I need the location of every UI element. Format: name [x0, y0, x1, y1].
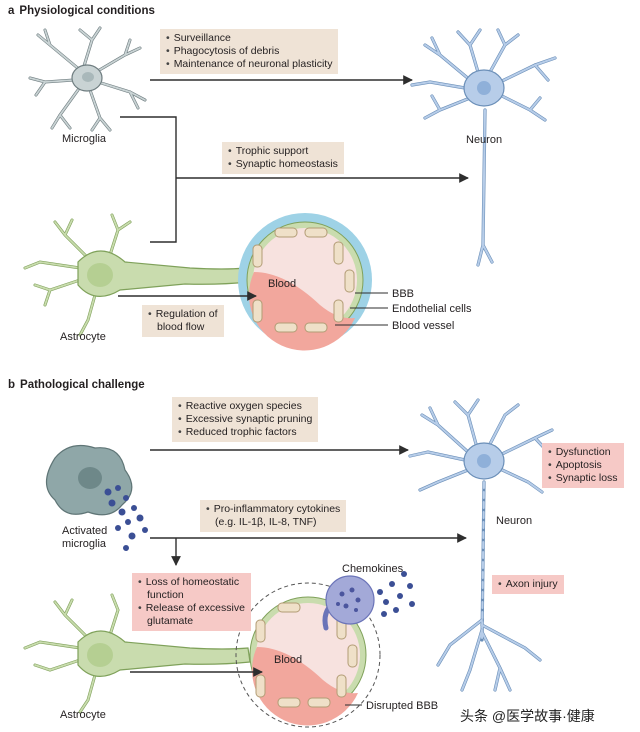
box-item: Pro-inflammatory cytokines	[206, 503, 341, 516]
panel-a-letter: a	[8, 5, 15, 17]
box-trophic: Trophic support Synaptic homeostasis	[222, 142, 344, 174]
activated-microglia-cell	[45, 445, 148, 551]
blood-label-a: Blood	[268, 278, 297, 290]
box-item: Trophic support	[228, 145, 338, 158]
microglia-label: Microglia	[62, 133, 107, 145]
blood-vessel-label: Blood vessel	[392, 320, 455, 332]
box-item: Surveillance	[166, 32, 332, 45]
box-item-continued: glutamate	[147, 615, 194, 627]
blood-label-b: Blood	[274, 654, 303, 666]
disrupted-bbb-label: Disrupted BBB	[366, 700, 439, 712]
panel-a-header: a Physiological conditions	[8, 5, 155, 17]
box-item-continued: function	[147, 589, 184, 601]
box-astrocyte-dysfunction: Loss of homeostatic function Release of …	[132, 573, 251, 631]
astrocyte-label-a: Astrocyte	[60, 331, 106, 343]
box-blood-flow: Regulation of blood flow	[142, 305, 224, 337]
activated-microglia-label-1: Activated	[62, 525, 108, 537]
box-ros: Reactive oxygen species Excessive synapt…	[172, 397, 319, 442]
blood-vessel-top	[238, 213, 372, 351]
activated-microglia-label-2: microglia	[62, 538, 107, 550]
bbb-label: BBB	[392, 288, 415, 300]
chemokine-cell	[322, 571, 415, 631]
neuron-top	[410, 28, 557, 267]
box-item: Loss of homeostatic	[138, 576, 245, 589]
box-item: Synaptic loss	[548, 472, 618, 485]
panel-b-letter: b	[8, 379, 16, 391]
box-item: Excessive synaptic pruning	[178, 413, 313, 426]
panel-b-header: b Pathological challenge	[8, 379, 145, 391]
neuron-label-a: Neuron	[466, 134, 503, 146]
box-item: Apoptosis	[548, 459, 618, 472]
box-item-continued: (e.g. IL-1β, IL-8, TNF)	[215, 516, 317, 528]
bracket-connector	[120, 116, 177, 243]
box-item: Synaptic homeostasis	[228, 158, 338, 171]
box-item: Regulation of	[148, 308, 218, 321]
box-neuron-dysfunction: Dysfunction Apoptosis Synaptic loss	[542, 443, 624, 488]
box-item: Phagocytosis of debris	[166, 45, 332, 58]
box-microglia-functions: Surveillance Phagocytosis of debris Main…	[160, 29, 339, 74]
chemokines-label: Chemokines	[342, 563, 404, 575]
blood-vessel-bottom	[235, 582, 381, 728]
box-item: Dysfunction	[548, 446, 618, 459]
astrocyte-label-b: Astrocyte	[60, 709, 106, 721]
panel-a-title: Physiological conditions	[19, 5, 155, 17]
box-item: Axon injury	[498, 578, 558, 591]
neuron-label-b: Neuron	[496, 515, 533, 527]
box-cytokines: Pro-inflammatory cytokines (e.g. IL-1β, …	[200, 500, 347, 532]
astrocyte-bottom	[23, 593, 251, 714]
box-item-continued: blood flow	[157, 321, 205, 333]
endothelial-label: Endothelial cells	[392, 303, 472, 315]
box-item: Release of excessive	[138, 602, 245, 615]
box-item: Maintenance of neuronal plasticity	[166, 58, 333, 71]
astrocyte-top	[23, 213, 249, 337]
watermark-text: 头条 @医学故事·健康	[460, 708, 595, 724]
box-axon-injury: Axon injury	[492, 575, 564, 594]
box-item: Reduced trophic factors	[178, 426, 312, 439]
box-item: Reactive oxygen species	[178, 400, 312, 413]
neuron-bottom	[408, 398, 554, 692]
panel-b-title: Pathological challenge	[20, 379, 145, 391]
